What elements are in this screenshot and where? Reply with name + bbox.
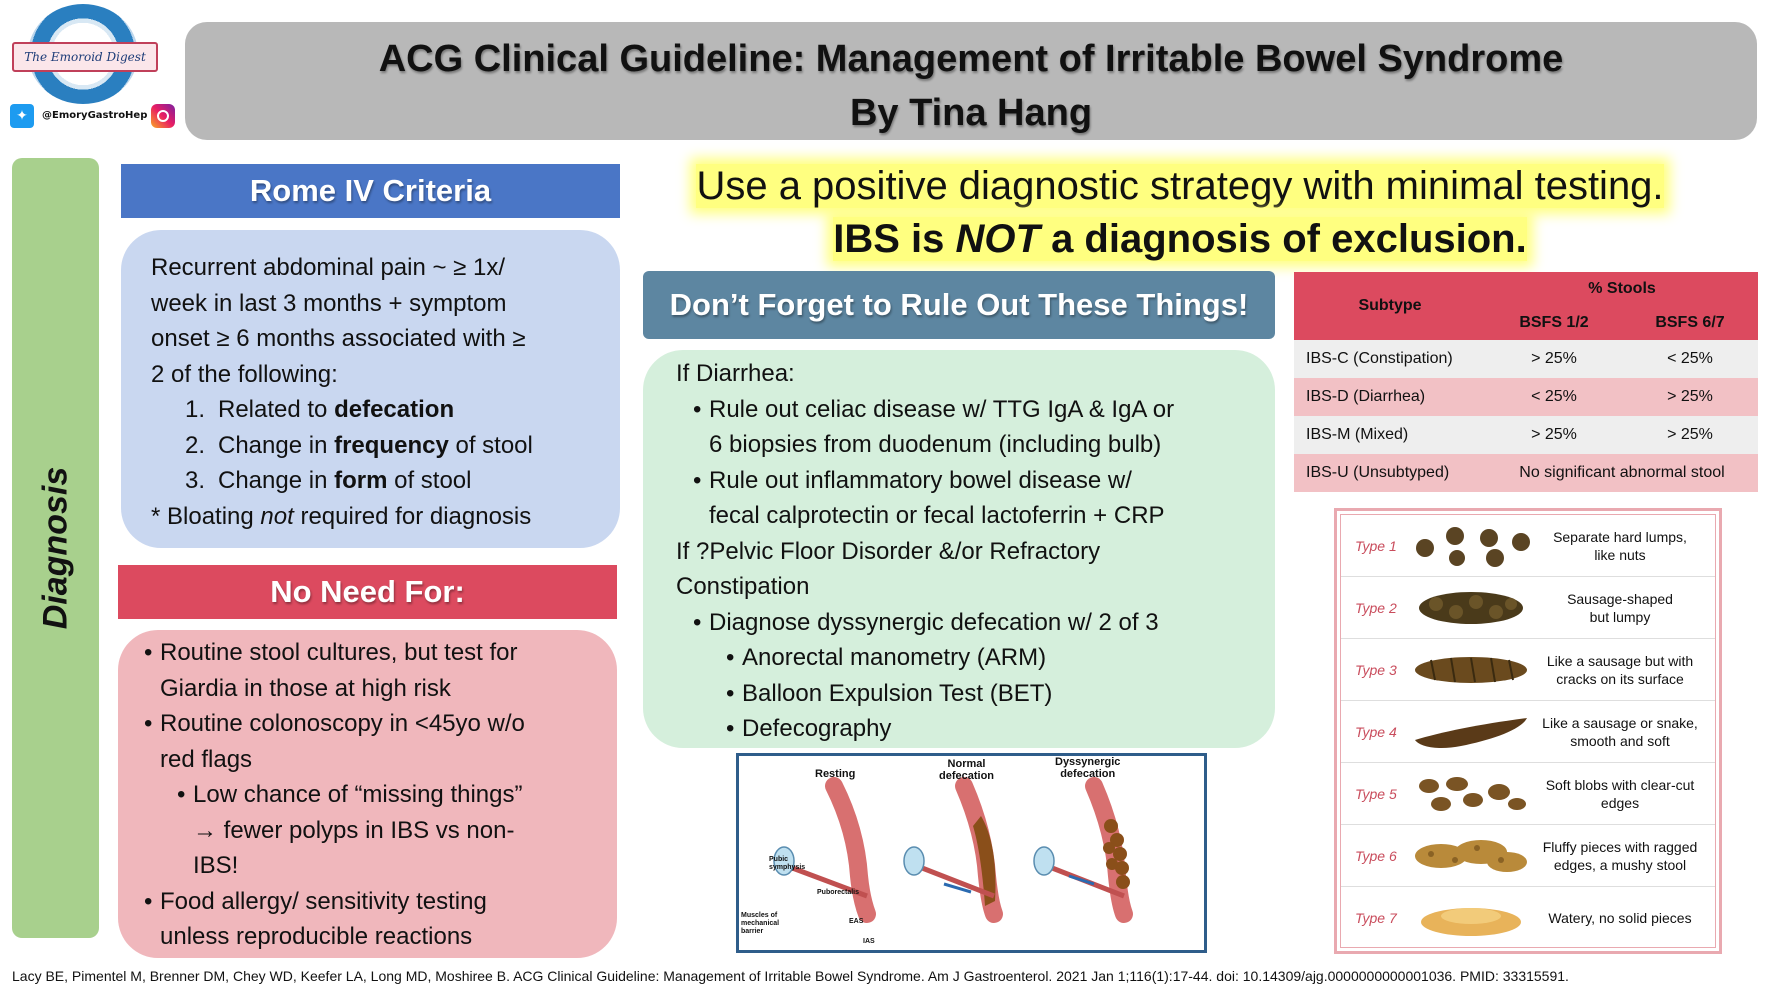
table-row: IBS-D (Diarrhea) < 25% > 25% [1294, 378, 1758, 416]
bristol-row: Type 4 Like a sausage or snake,smooth an… [1341, 701, 1715, 763]
rule-out-subitem: •Balloon Expulsion Test (BET) [726, 679, 1053, 707]
rule-out-subitem: •Anorectal manometry (ARM) [726, 644, 1047, 671]
key-message-line2: IBS is NOT a diagnosis of exclusion. [833, 217, 1527, 261]
rome-criteria-list: 1.Related to defecation 2.Change in freq… [185, 392, 602, 499]
stool-type2-icon [1411, 586, 1531, 630]
side-label: Diagnosis [36, 466, 74, 630]
col-bsfs67: BSFS 6/7 [1622, 306, 1758, 340]
table-row: IBS-M (Mixed) > 25% > 25% [1294, 416, 1758, 454]
stool-type4-icon [1411, 710, 1531, 754]
ibs-subtype-table: Subtype % Stools BSFS 1/2 BSFS 6/7 IBS-C… [1294, 272, 1758, 492]
criterion-item: 3.Change in form of stool [185, 467, 472, 494]
key-message-line1: Use a positive diagnostic strategy with … [696, 164, 1664, 208]
rule-out-item: •Rule out inflammatory bowel disease w/f… [693, 466, 1165, 530]
author-line: By Tina Hang [849, 92, 1093, 134]
defecation-illustration [773, 777, 1133, 923]
rule-out-item: •Rule out celiac disease w/ TTG IgA & Ig… [693, 395, 1175, 459]
rome-header: Rome IV Criteria [121, 164, 620, 218]
stool-shapes [973, 816, 1130, 906]
rome-intro-line: onset ≥ 6 months associated with ≥ [151, 325, 526, 352]
instagram-icon[interactable] [151, 104, 175, 128]
table-header-row: BSFS 1/2 BSFS 6/7 [1294, 306, 1758, 340]
stool-type5-icon [1411, 772, 1531, 816]
pubic-bone [773, 846, 1055, 876]
twitter-icon[interactable]: ✦ [10, 104, 34, 128]
rule-out-subitem: •Defecography [726, 715, 892, 742]
col-bsfs12: BSFS 1/2 [1486, 306, 1622, 340]
citation: Lacy BE, Pimentel M, Brenner DM, Chey WD… [12, 968, 1569, 984]
logo-name: The Emoroid Digest [12, 42, 158, 72]
stool-type1-icon [1411, 524, 1531, 568]
resting-label: Resting [815, 768, 856, 780]
table-row: IBS-U (Unsubtyped) No significant abnorm… [1294, 454, 1758, 492]
bristol-chart-body: Type 1 Separate hard lumps,like nuts Typ… [1340, 514, 1716, 948]
ias-label: IAS [863, 938, 875, 945]
rome-panel: Recurrent abdominal pain ~ ≥ 1x/ week in… [121, 230, 620, 548]
rome-intro-line: week in last 3 months + symptom [151, 289, 507, 317]
bloating-note: * Bloating not required for diagnosis [151, 502, 532, 530]
rule-out-line: Constipation [676, 573, 810, 600]
table-row: IBS-C (Constipation) > 25% < 25% [1294, 340, 1758, 378]
no-need-subitem: •Low chance of “missing things”→ fewer p… [177, 781, 523, 879]
stool-type6-icon [1411, 834, 1531, 878]
rule-out-item: •Diagnose dyssynergic defecation w/ 2 of… [693, 608, 1159, 636]
rule-out-line: If ?Pelvic Floor Disorder &/or Refractor… [676, 537, 1101, 565]
bristol-stool-chart: Type 1 Separate hard lumps,like nuts Typ… [1334, 508, 1722, 954]
no-need-header: No Need For: [118, 565, 617, 619]
rome-intro-line: Recurrent abdominal pain ~ ≥ 1x/ [151, 254, 506, 281]
rule-out-header: Don’t Forget to Rule Out These Things! [643, 271, 1275, 339]
rome-intro-line: 2 of the following: [151, 360, 338, 388]
emoroid-digest-logo: The Emoroid Digest ✦ @EmoryGastroHep [8, 4, 175, 130]
key-message: Use a positive diagnostic strategy with … [640, 160, 1720, 266]
col-percent-stools: % Stools [1486, 272, 1758, 306]
page-title: ACG Clinical Guideline: Management of Ir… [378, 38, 1564, 80]
bristol-row: Type 7 Watery, no solid pieces [1341, 887, 1715, 949]
rule-out-line: If Diarrhea: [676, 360, 795, 387]
title-banner: ACG Clinical Guideline: Management of Ir… [185, 22, 1757, 140]
col-subtype: Subtype [1294, 272, 1486, 340]
stool-type3-icon [1411, 648, 1531, 692]
eas-label: EAS [849, 918, 864, 925]
direction-arrows [943, 874, 1095, 894]
puborectalis-label: Puborectalis [817, 889, 860, 896]
rule-out-panel: If Diarrhea: •Rule out celiac disease w/… [643, 350, 1275, 748]
criterion-item: 1.Related to defecation [185, 396, 455, 423]
bristol-row: Type 1 Separate hard lumps,like nuts [1341, 515, 1715, 577]
table-header-row: Subtype % Stools [1294, 272, 1758, 340]
criterion-item: 2.Change in frequency of stool [185, 431, 533, 459]
social-handle[interactable]: @EmoryGastroHep [42, 110, 148, 121]
diagnosis-side-bar: Diagnosis [12, 158, 99, 938]
stool-type7-icon [1411, 896, 1531, 940]
